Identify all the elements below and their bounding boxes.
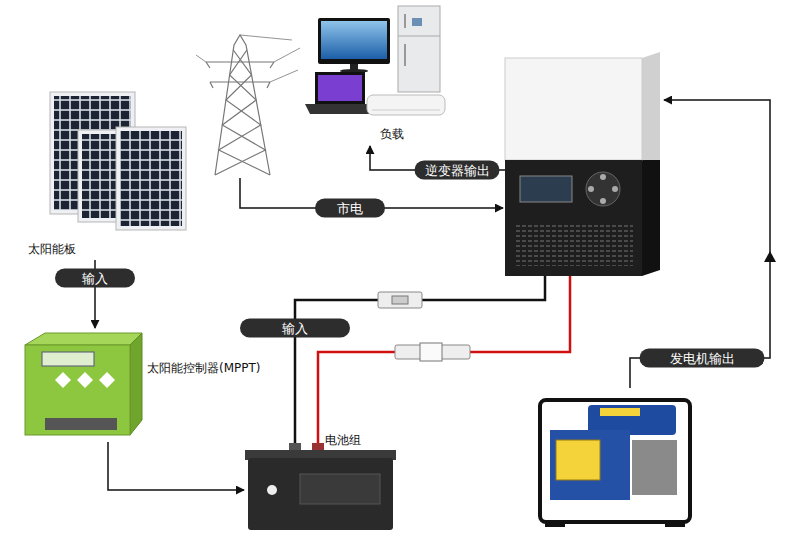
loads-part [398,6,440,92]
power-tower-part [206,62,274,88]
solar-panels [50,92,186,230]
inverter-part [612,186,618,192]
loads-part [321,21,387,59]
inverter-part [600,198,606,204]
inverter-part [505,58,642,160]
equipment-node: 电池组 [244,430,398,534]
loads-part [404,44,406,66]
fuses-part [392,296,408,304]
generator-part [632,440,677,495]
mppt-controller-part [130,333,142,435]
generator-part [665,521,685,527]
loads [305,6,445,115]
inverter-part [586,172,620,206]
loads-part [412,18,422,26]
inverter-part [505,160,642,276]
inverter-part [642,160,660,276]
mppt-controller-part [45,418,117,430]
mppt-controller-part [42,352,94,366]
power-tower-part [196,35,300,82]
solar-panels-part [120,131,182,226]
power-connector [108,442,244,490]
wire-label: 发电机输出 [640,349,765,368]
node-label: 电池组 [325,433,361,448]
battery-part [267,485,277,495]
wire-label: 市电 [315,199,385,218]
power-tower-part [215,35,270,175]
wires-part [764,251,776,262]
loads-part [318,18,390,64]
mppt-controller-part [99,372,115,388]
battery [245,443,396,530]
equipment-node: 太阳能板 [26,88,190,260]
generator-part [600,408,640,416]
node-label: 负载 [380,127,404,142]
inverter-part [588,186,594,192]
loads-part [404,14,406,28]
battery-part [300,474,380,504]
loads-part [318,75,362,101]
wires [240,100,776,444]
generator-part [540,400,690,522]
wire-label: 输入 [240,319,350,338]
node-label: 太阳能板 [28,242,76,257]
inverter [505,52,660,276]
inverter-part [600,174,606,180]
wires-part [630,100,770,388]
generator-part [545,521,565,527]
inverter-part [642,52,660,160]
equipment-node: 太阳能控制器(MPPT) [22,328,265,442]
node-label: 太阳能控制器(MPPT) [147,361,261,376]
wire-label: 逆变器输出 [415,161,500,180]
mppt-controller-part [55,372,71,388]
loads-part [372,110,440,111]
fuses-part [420,343,442,361]
fuses [378,292,470,361]
inverter-part [520,176,572,202]
solar-panels-part [116,127,186,230]
equipment-node: 负载 [300,2,450,144]
loads-part [315,72,365,104]
power-tower-part [215,50,265,175]
power-tower [196,35,300,175]
generator-part [550,430,630,500]
battery-part [248,458,393,530]
loads-part [398,36,440,37]
mppt-controller-part [25,345,130,435]
generator [540,400,690,527]
loads-part [367,95,445,115]
fuses-part [378,292,422,308]
power-tower-part [219,50,270,175]
mppt-controller [25,333,142,435]
wire-label: 输入 [55,269,135,288]
loads-part [305,104,375,114]
wires-part [318,276,570,444]
mppt-controller-part [25,333,142,345]
inverter-part [515,222,633,266]
mppt-controller-part [77,372,93,388]
wires-part [295,276,545,444]
generator-part [556,440,600,480]
